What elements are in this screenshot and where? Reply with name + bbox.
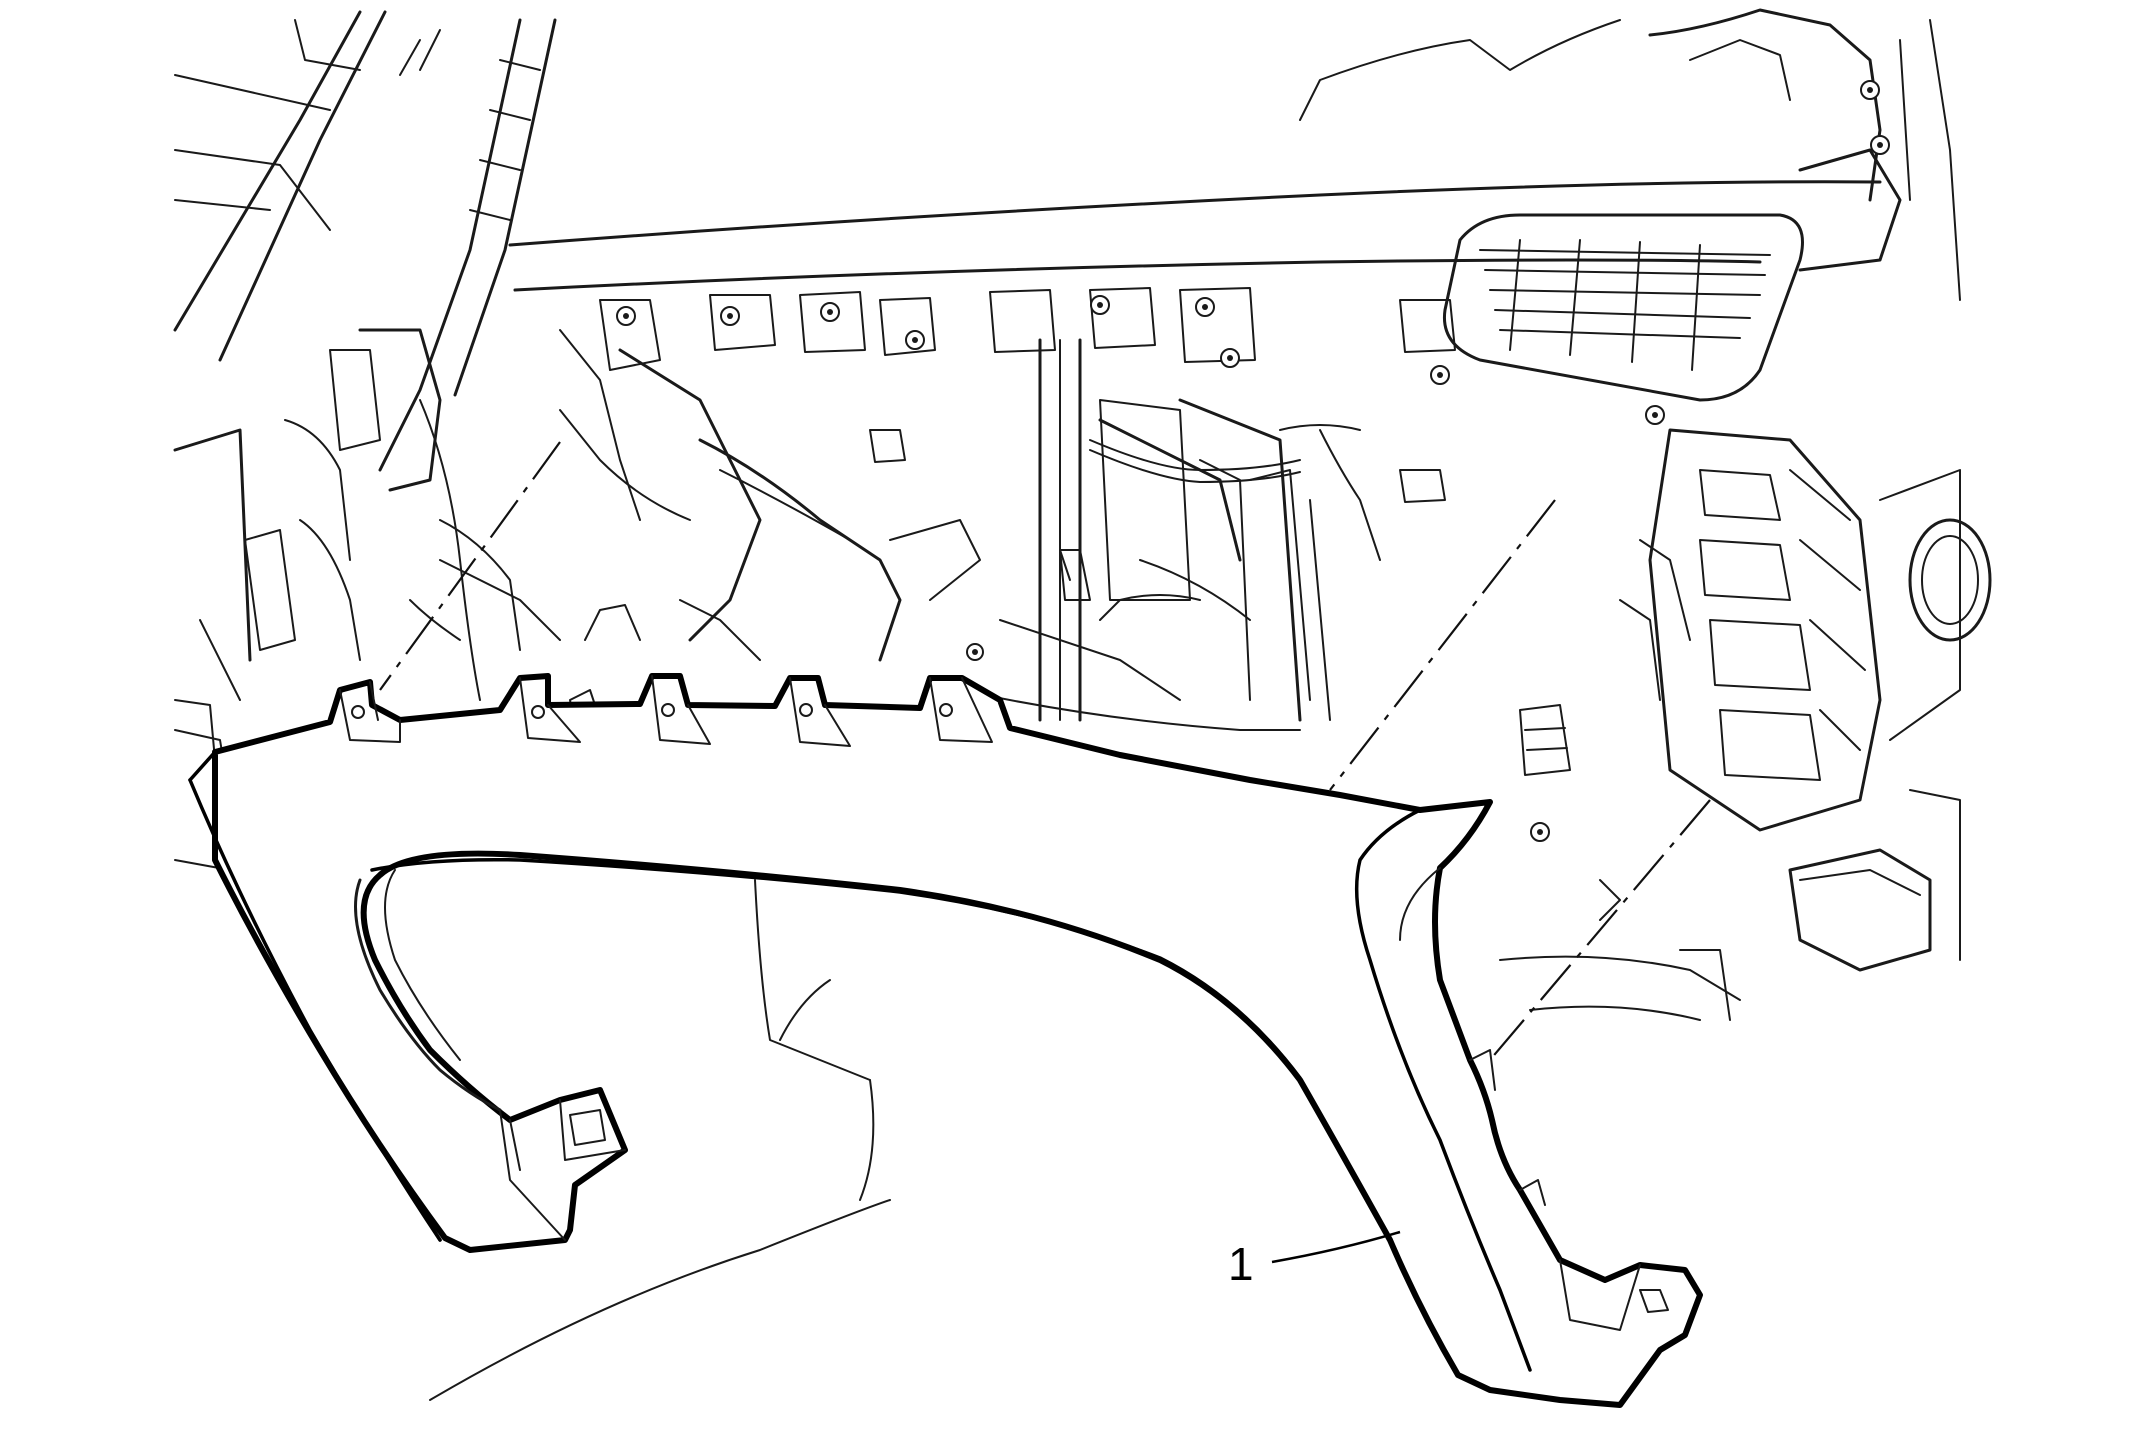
mounting-tabs (339, 675, 993, 747)
alignment-lines (379, 441, 1711, 1061)
callout-label-1: 1 (1228, 1238, 1254, 1290)
bolt-row (616, 80, 1890, 842)
trim-panel-part (188, 673, 1703, 1408)
callout-1: 1 (1228, 1230, 1401, 1290)
dashboard-background (173, 8, 1992, 1401)
